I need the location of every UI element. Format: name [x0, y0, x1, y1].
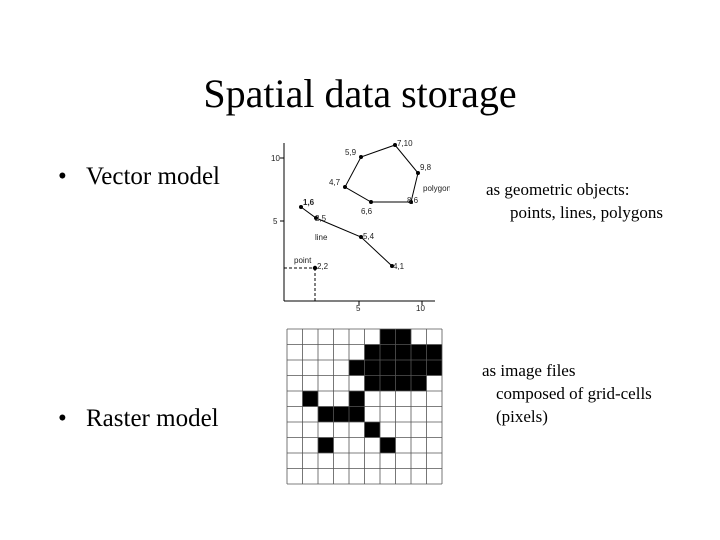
label-8-6: 8,6: [407, 196, 419, 205]
raster-filled-cell: [395, 360, 411, 376]
raster-grid-diagram: [286, 328, 443, 485]
vector-desc-line2: points, lines, polygons: [510, 203, 664, 222]
label-1-6: 1,6: [303, 198, 315, 207]
raster-grid-lines: [286, 328, 443, 485]
point-marker: [312, 265, 318, 271]
label-7-10: 7,10: [397, 139, 413, 148]
label-point: point: [294, 256, 312, 265]
raster-filled-cell: [349, 406, 365, 422]
raster-filled-cell: [380, 437, 396, 453]
label-5-4: 5,4: [363, 232, 375, 241]
raster-filled-cell: [349, 391, 365, 407]
label-6-6: 6,6: [361, 207, 373, 216]
bullet-raster-label: Raster model: [86, 405, 219, 432]
raster-filled-cell: [411, 375, 427, 391]
label-4-7: 4,7: [329, 178, 341, 187]
line-vertices: [299, 205, 394, 268]
x-tick-5: 5: [356, 304, 361, 313]
x-tick-10: 10: [416, 304, 425, 313]
label-2-5: 2,5: [315, 214, 327, 223]
raster-filled-cell: [411, 360, 427, 376]
raster-filled-cell: [380, 344, 396, 360]
vector-desc-line1: as geometric objects:: [486, 180, 630, 199]
raster-filled-cell: [302, 391, 318, 407]
y-tick-5: 5: [273, 217, 278, 226]
line-shape: [300, 206, 393, 267]
raster-filled-cell: [380, 375, 396, 391]
bullet-vector-label: Vector model: [86, 163, 220, 190]
label-polygon: polygon: [423, 184, 450, 193]
raster-filled-cell: [349, 360, 365, 376]
raster-filled-cell: [395, 344, 411, 360]
axis-ticks: [280, 157, 423, 305]
label-4-1: 4,1: [393, 262, 405, 271]
raster-filled-cell: [364, 375, 380, 391]
polygon-vertices: [343, 143, 420, 204]
raster-desc-line2: composed of grid-cells: [496, 384, 652, 403]
raster-filled-cell: [380, 360, 396, 376]
raster-filled-cell: [426, 360, 442, 376]
raster-desc-line1: as image files: [482, 361, 576, 380]
raster-filled-cell: [380, 329, 396, 345]
raster-filled-cell: [411, 344, 427, 360]
bullet-raster-model: • Raster model: [58, 405, 219, 433]
slide-title: Spatial data storage: [203, 71, 517, 116]
raster-filled-cell: [318, 437, 334, 453]
label-line: line: [315, 233, 328, 242]
raster-filled-cell: [318, 406, 334, 422]
vector-diagram: 10 5 5 10 7,10 5,9 9,8 4,7 polygon 8,6 1…: [271, 139, 450, 313]
raster-desc-line3: (pixels): [496, 407, 548, 426]
raster-filled-cell: [364, 422, 380, 438]
label-2-2: 2,2: [317, 262, 329, 271]
raster-filled-cell: [364, 344, 380, 360]
raster-filled-cell: [395, 329, 411, 345]
bullet-dot: •: [58, 405, 67, 432]
bullet-vector-model: • Vector model: [58, 163, 220, 191]
vector-description: as geometric objects: points, lines, pol…: [486, 178, 663, 224]
raster-filled-cell: [364, 360, 380, 376]
label-9-8: 9,8: [420, 163, 432, 172]
raster-cells: [302, 329, 442, 453]
raster-filled-cell: [395, 375, 411, 391]
y-tick-10: 10: [271, 154, 280, 163]
raster-filled-cell: [426, 344, 442, 360]
raster-filled-cell: [333, 406, 349, 422]
bullet-dot: •: [58, 163, 67, 190]
label-5-9: 5,9: [345, 148, 357, 157]
raster-description: as image files composed of grid-cells (p…: [482, 359, 652, 428]
